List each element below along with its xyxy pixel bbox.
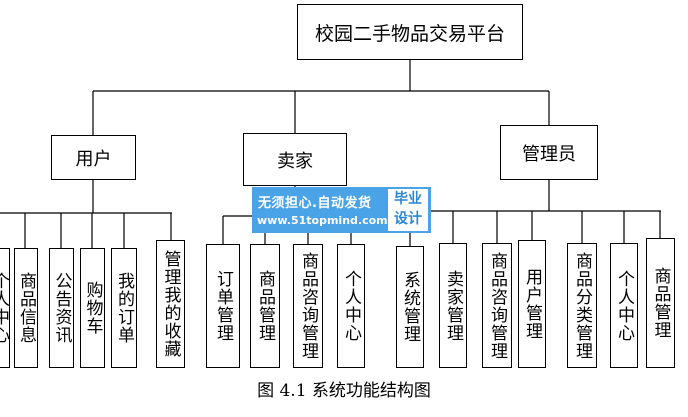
watermark-line1: 无须担心.自动发货 (258, 196, 372, 211)
leaf-admin-categories: 商品分类管理 (567, 243, 597, 368)
leaf-seller-orders: 订单管理 (206, 244, 240, 368)
node-admin: 管理员 (500, 125, 598, 180)
leaf-admin-users: 用户管理 (518, 240, 546, 368)
node-user: 用户 (51, 135, 136, 180)
node-admin-label: 管理员 (522, 143, 576, 165)
root-node: 校园二手物品交易平台 (297, 4, 523, 60)
leaf-seller-products: 商品管理 (250, 244, 280, 368)
leaf-seller-inquiries: 商品咨询管理 (293, 244, 323, 368)
node-user-label: 用户 (75, 148, 112, 170)
leaf-user-product-info: 商品信息 (14, 248, 38, 368)
leaf-user-announcements: 公告资讯 (49, 248, 74, 368)
watermark-url: www.51topmind.com (257, 214, 388, 227)
watermark-side: 毕业设计 (388, 189, 428, 231)
leaf-seller-personal-center: 个人中心 (337, 244, 365, 368)
leaf-user-my-orders: 我的订单 (111, 248, 137, 368)
figure-caption: 图 4.1 系统功能结构图 (257, 381, 431, 401)
leaf-admin-products: 商品管理 (646, 238, 675, 368)
leaf-admin-inquiries: 商品咨询管理 (482, 243, 512, 368)
leaf-user-favorites: 管理我的收藏 (156, 240, 185, 368)
node-seller-label: 卖家 (277, 150, 313, 172)
leaf-admin-personal-center: 个人中心 (610, 243, 638, 368)
watermark-stamp: 无须担心.自动发货 www.51topmind.com 毕业设计 (252, 187, 431, 233)
leaf-user-cart: 购物车 (80, 248, 105, 368)
leaf-admin-sellers: 卖家管理 (439, 243, 467, 368)
leaf-admin-system: 系统管理 (396, 246, 424, 368)
node-seller: 卖家 (243, 133, 347, 186)
root-label: 校园二手物品交易平台 (314, 22, 505, 45)
leaf-user-personal-center: 个人中心 (0, 248, 10, 368)
